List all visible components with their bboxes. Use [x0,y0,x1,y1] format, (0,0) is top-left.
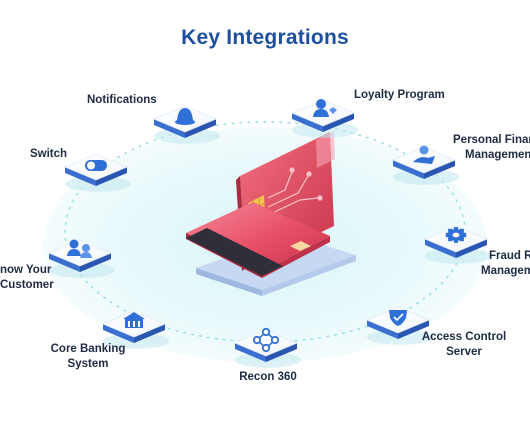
label-loyalty-program-line1: Loyalty Program [354,89,445,101]
label-core-banking-line2: System [67,358,109,370]
bank-icon [123,312,145,328]
page-title: Key Integrations [181,26,349,49]
tile-core-banking [101,310,169,349]
label-access-control: Access Control Server [410,330,518,360]
label-know-your-customer: now Your Customer [0,263,54,293]
label-personal-finance-line1: Personal Finan [453,134,530,146]
tile-notifications [152,105,220,144]
label-loyalty-program: Loyalty Program [354,88,445,103]
tile-switch [63,153,131,192]
shield-icon [389,310,407,326]
label-notifications-line1: Notifications [87,94,157,106]
label-kyc-line1: now Your [0,264,52,276]
label-personal-finance-line2: Managemen [465,149,530,161]
tile-access-control [365,306,433,345]
label-switch: Switch [30,147,67,162]
label-kyc-line2: Customer [0,279,54,291]
label-access-control-line1: Access Control [421,331,507,343]
label-fraud-risk: Fraud R Managem [481,249,530,279]
label-core-banking-line1: Core Banking [50,343,126,355]
label-access-control-line2: Server [446,346,482,358]
tile-recon-360 [233,327,301,368]
tile-know-your-customer [47,239,115,278]
label-recon-360: Recon 360 [218,370,318,385]
label-personal-finance: Personal Finan Managemen [453,133,530,163]
user-id-icon [67,239,92,258]
label-fraud-line1: Fraud R [489,250,530,262]
tile-loyalty-program [290,99,358,138]
label-fraud-line2: Managem [481,265,530,277]
credit-card-front [186,202,330,278]
magnetic-stripe [186,228,283,276]
tile-fraud-risk [423,225,491,264]
user-heart-icon [313,99,337,117]
toggle-switch-icon [85,160,107,171]
label-core-banking: Core Banking System [34,342,142,372]
label-recon-360-line1: Recon 360 [239,371,297,383]
bell-icon [175,108,195,125]
tile-personal-finance [391,145,459,185]
label-switch-line1: Switch [30,148,68,160]
label-notifications: Notifications [87,93,157,108]
gear-shield-icon [445,227,467,243]
hand-coin-icon [413,145,435,164]
card-circuit [267,167,323,216]
network-icon [252,327,280,353]
card-chip-front [290,241,311,251]
